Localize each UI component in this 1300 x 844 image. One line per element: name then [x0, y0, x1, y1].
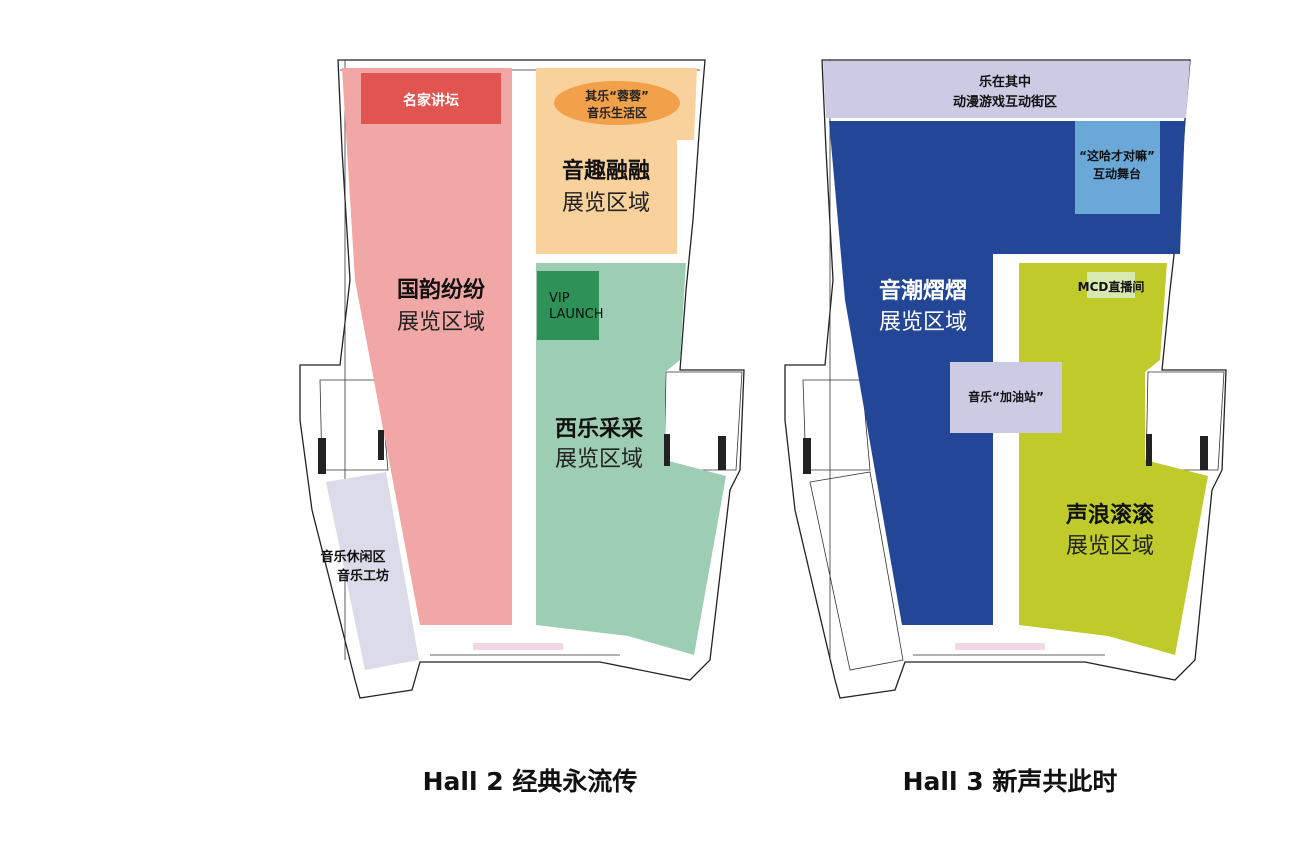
- label-shenglang-title: 声浪滚滚: [1065, 502, 1155, 528]
- label-xiuxian-1: 音乐休闲区: [320, 549, 385, 565]
- label-dongman-2: 动漫游戏互动街区: [953, 94, 1057, 110]
- hall-3-stair-left: [803, 438, 811, 474]
- zone-mingjia[interactable]: [361, 73, 501, 124]
- zone-zheha[interactable]: [1075, 121, 1160, 214]
- label-guoyun-sub: 展览区域: [397, 310, 485, 335]
- label-yinchao-title: 音潮熠熠: [879, 278, 967, 304]
- hall-3-stair-right: [1200, 436, 1208, 470]
- label-xile-title: 西乐采采: [555, 417, 643, 442]
- label-yinqu-title: 音趣融融: [562, 158, 650, 184]
- label-yinchao-sub: 展览区域: [879, 310, 967, 335]
- zone-dongman[interactable]: [823, 61, 1190, 118]
- label-vip-2: LAUNCH: [549, 307, 604, 322]
- zone-qile[interactable]: [554, 81, 680, 125]
- zone-mcd[interactable]: [1087, 272, 1135, 298]
- label-yinqu-sub: 展览区域: [562, 191, 650, 216]
- label-qile-1: 其乐“蓉蓉”: [585, 88, 649, 103]
- hall-2-caption: Hall 2 经典永流传: [422, 767, 638, 796]
- hall-3-stair-right-2: [1146, 434, 1152, 466]
- label-guoyun-title: 国韵纷纷: [397, 277, 485, 303]
- label-xiuxian-2: 音乐工坊: [337, 568, 389, 584]
- zone-jiayou[interactable]: [950, 362, 1062, 433]
- hall-2-stair-left: [318, 438, 326, 474]
- label-zheha-2: 互动舞台: [1093, 166, 1141, 181]
- hall-2-stair-left-2: [378, 430, 384, 460]
- zone-xile[interactable]: [536, 263, 726, 655]
- hall-3-caption: Hall 3 新声共此时: [902, 767, 1118, 796]
- zone-yinchao[interactable]: [829, 121, 1185, 625]
- hall-2-plan: 名家讲坛 其乐“蓉蓉” 音乐生活区 音趣融融 展览区域 国韵纷纷 展览区域 VI…: [299, 59, 745, 699]
- hall-3-plan: 乐在其中 动漫游戏互动街区 “这哈才对嘛” 互动舞台 音潮熠熠 展览区域 MCD…: [784, 59, 1227, 699]
- hall-3-entrance: [955, 643, 1045, 650]
- hall-2-inner-walls: [319, 60, 743, 660]
- zone-vip[interactable]: [537, 271, 599, 340]
- zone-xiuxian[interactable]: [326, 472, 419, 670]
- zone-guoyun[interactable]: [342, 68, 512, 625]
- hall-3-outline: [784, 59, 1227, 699]
- label-mingjia: 名家讲坛: [403, 92, 459, 109]
- label-xile-sub: 展览区域: [555, 447, 643, 472]
- label-dongman-1: 乐在其中: [979, 74, 1031, 90]
- label-mcd: MCD直播间: [1078, 279, 1145, 294]
- hall-2-stair-right-2: [664, 434, 670, 466]
- zone-shenglang[interactable]: [1019, 263, 1208, 655]
- label-zheha-1: “这哈才对嘛”: [1079, 148, 1155, 163]
- hall-2-outline: [299, 59, 745, 699]
- hall-3-inner-walls: [802, 60, 1225, 671]
- hall-2-entrance: [473, 643, 563, 650]
- label-vip-1: VIP: [549, 291, 570, 306]
- hall-2-stair-right: [718, 436, 726, 470]
- label-shenglang-sub: 展览区域: [1066, 534, 1154, 559]
- label-jiayou: 音乐“加油站”: [968, 389, 1044, 404]
- label-qile-2: 音乐生活区: [587, 105, 647, 120]
